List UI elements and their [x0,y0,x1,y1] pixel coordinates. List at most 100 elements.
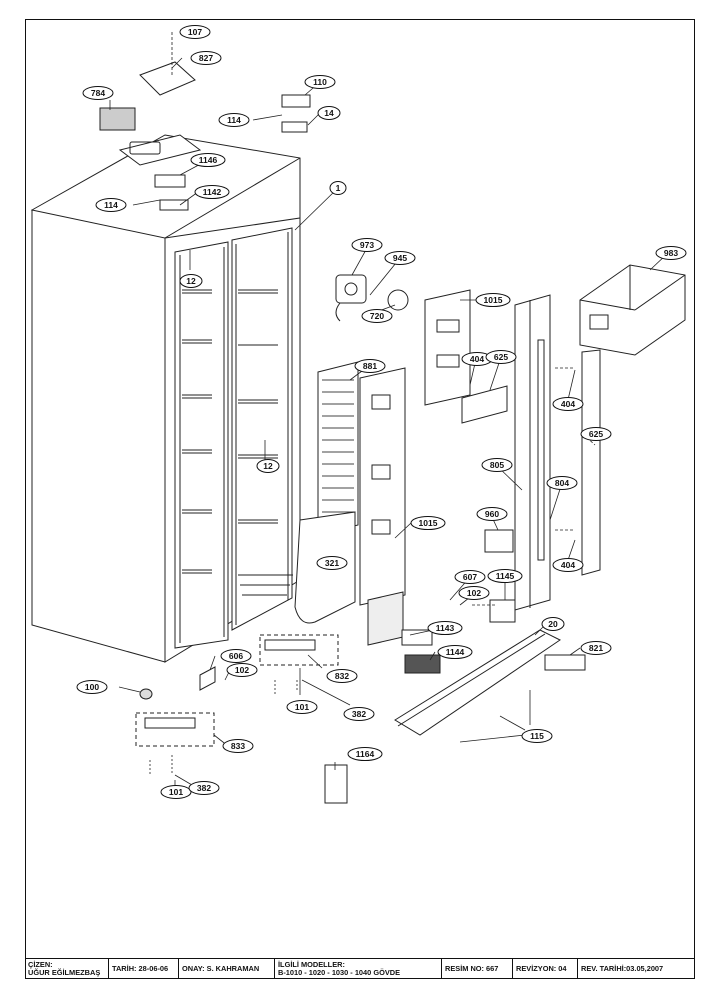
evaporator-cover [359,367,406,646]
cabinet-body [30,134,301,663]
date-cell: TARİH: 28-06-06 [109,958,179,979]
models-cell: İLGİLİ MODELLER: B-1010 - 1020 - 1030 - … [275,958,442,979]
part-label-110: 110 [304,75,336,89]
shelf-supports [182,289,293,596]
part-label-107: 107 [179,25,211,39]
part-label-983: 983 [655,246,687,260]
part-number-text: 14 [324,108,334,118]
part-number-text: 983 [664,248,678,258]
part-label-960: 960 [476,507,508,521]
part-number-text: 404 [561,399,575,409]
part-number-text: 1144 [446,647,465,657]
part-label-1164: 1164 [347,747,383,761]
part-label-382: 382 [343,707,375,721]
part-number-text: 1015 [419,518,438,528]
part-label-115: 115 [521,729,553,743]
part-number-text: 382 [352,709,366,719]
part-number-text: 804 [555,478,569,488]
part-number-text: 382 [197,783,211,793]
part-label-321: 321 [316,556,348,570]
part-label-720: 720 [361,309,393,323]
part-label-832: 832 [326,669,358,683]
drawing-frame [25,19,695,979]
part-label-1142: 1142 [194,185,230,199]
part-number-text: 107 [188,27,202,37]
top-housing [579,264,686,356]
part-label-114: 114 [218,113,250,127]
part-label-973: 973 [351,238,383,252]
revision-date-cell: REV. TARİHİ:03.05,2007 [581,964,664,973]
part-number-text: 1143 [436,623,455,633]
part-label-607: 607 [454,570,486,584]
part-label-14: 14 [317,106,341,120]
part-label-114: 114 [95,198,127,212]
evaporator-coil [294,361,359,624]
part-label-12: 12 [179,274,203,288]
part-number-text: 12 [263,461,273,471]
part-number-text: 960 [485,509,499,519]
part-number-text: 114 [104,200,118,210]
part-number-text: 945 [393,253,407,263]
part-number-text: 12 [186,276,196,286]
part-label-606: 606 [220,649,252,663]
approved-cell: ONAY: S. KAHRAMAN [179,958,275,979]
part-number-text: 102 [235,665,249,675]
part-label-382: 382 [188,781,220,795]
part-label-101: 101 [286,700,318,714]
part-number-text: 625 [494,352,508,362]
drawn-by-cell: ÇİZEN: UĞUR EĞİLMEZBAŞ [25,958,109,979]
part-number-text: 1015 [484,295,503,305]
group-outlines [135,634,339,747]
part-number-text: 881 [363,361,377,371]
part-number-text: 821 [589,643,603,653]
title-block-rule [25,958,695,959]
part-number-text: 101 [169,787,183,797]
part-label-945: 945 [384,251,416,265]
part-number-text: 720 [370,311,384,321]
part-number-text: 115 [530,731,544,741]
part-label-404: 404 [552,397,584,411]
small-parts [99,61,586,804]
part-number-text: 805 [490,460,504,470]
part-label-1144: 1144 [437,645,473,659]
part-label-1145: 1145 [487,569,523,583]
part-label-1015: 1015 [475,293,511,307]
part-label-1: 1 [329,181,347,195]
part-number-text: 1142 [203,187,222,197]
part-number-text: 100 [85,682,99,692]
part-label-1015: 1015 [410,516,446,530]
fan-motor [335,274,409,322]
part-label-100: 100 [76,680,108,694]
drawn-by-label: ÇİZEN: [28,960,53,969]
part-label-805: 805 [481,458,513,472]
part-number-text: 101 [295,702,309,712]
part-number-text: 1164 [356,749,375,759]
part-number-text: 973 [360,240,374,250]
part-label-12: 12 [256,459,280,473]
part-number-text: 110 [313,77,327,87]
part-number-text: 321 [325,558,339,568]
part-number-text: 1145 [496,571,515,581]
part-number-text: 1 [336,183,341,193]
part-labels: 1078277841101141411461142114112129739457… [76,25,687,799]
part-number-text: 784 [91,88,105,98]
part-label-1143: 1143 [427,621,463,635]
part-label-102: 102 [226,663,258,677]
models-list: B-1010 - 1020 - 1030 - 1040 GÖVDE [278,968,401,977]
part-label-821: 821 [580,641,612,655]
part-label-804: 804 [546,476,578,490]
drawn-by-name: UĞUR EĞİLMEZBAŞ [28,968,101,977]
part-number-text: 832 [335,671,349,681]
part-number-text: 833 [231,741,245,751]
divider-panels [514,294,601,611]
part-label-1146: 1146 [190,153,226,167]
part-number-text: 114 [227,115,241,125]
part-number-text: 404 [470,354,484,364]
air-duct-panel [424,289,508,424]
bottom-tray [394,629,561,736]
models-label: İLGİLİ MODELLER: [278,960,345,969]
part-label-101: 101 [160,785,192,799]
part-label-625: 625 [485,350,517,364]
